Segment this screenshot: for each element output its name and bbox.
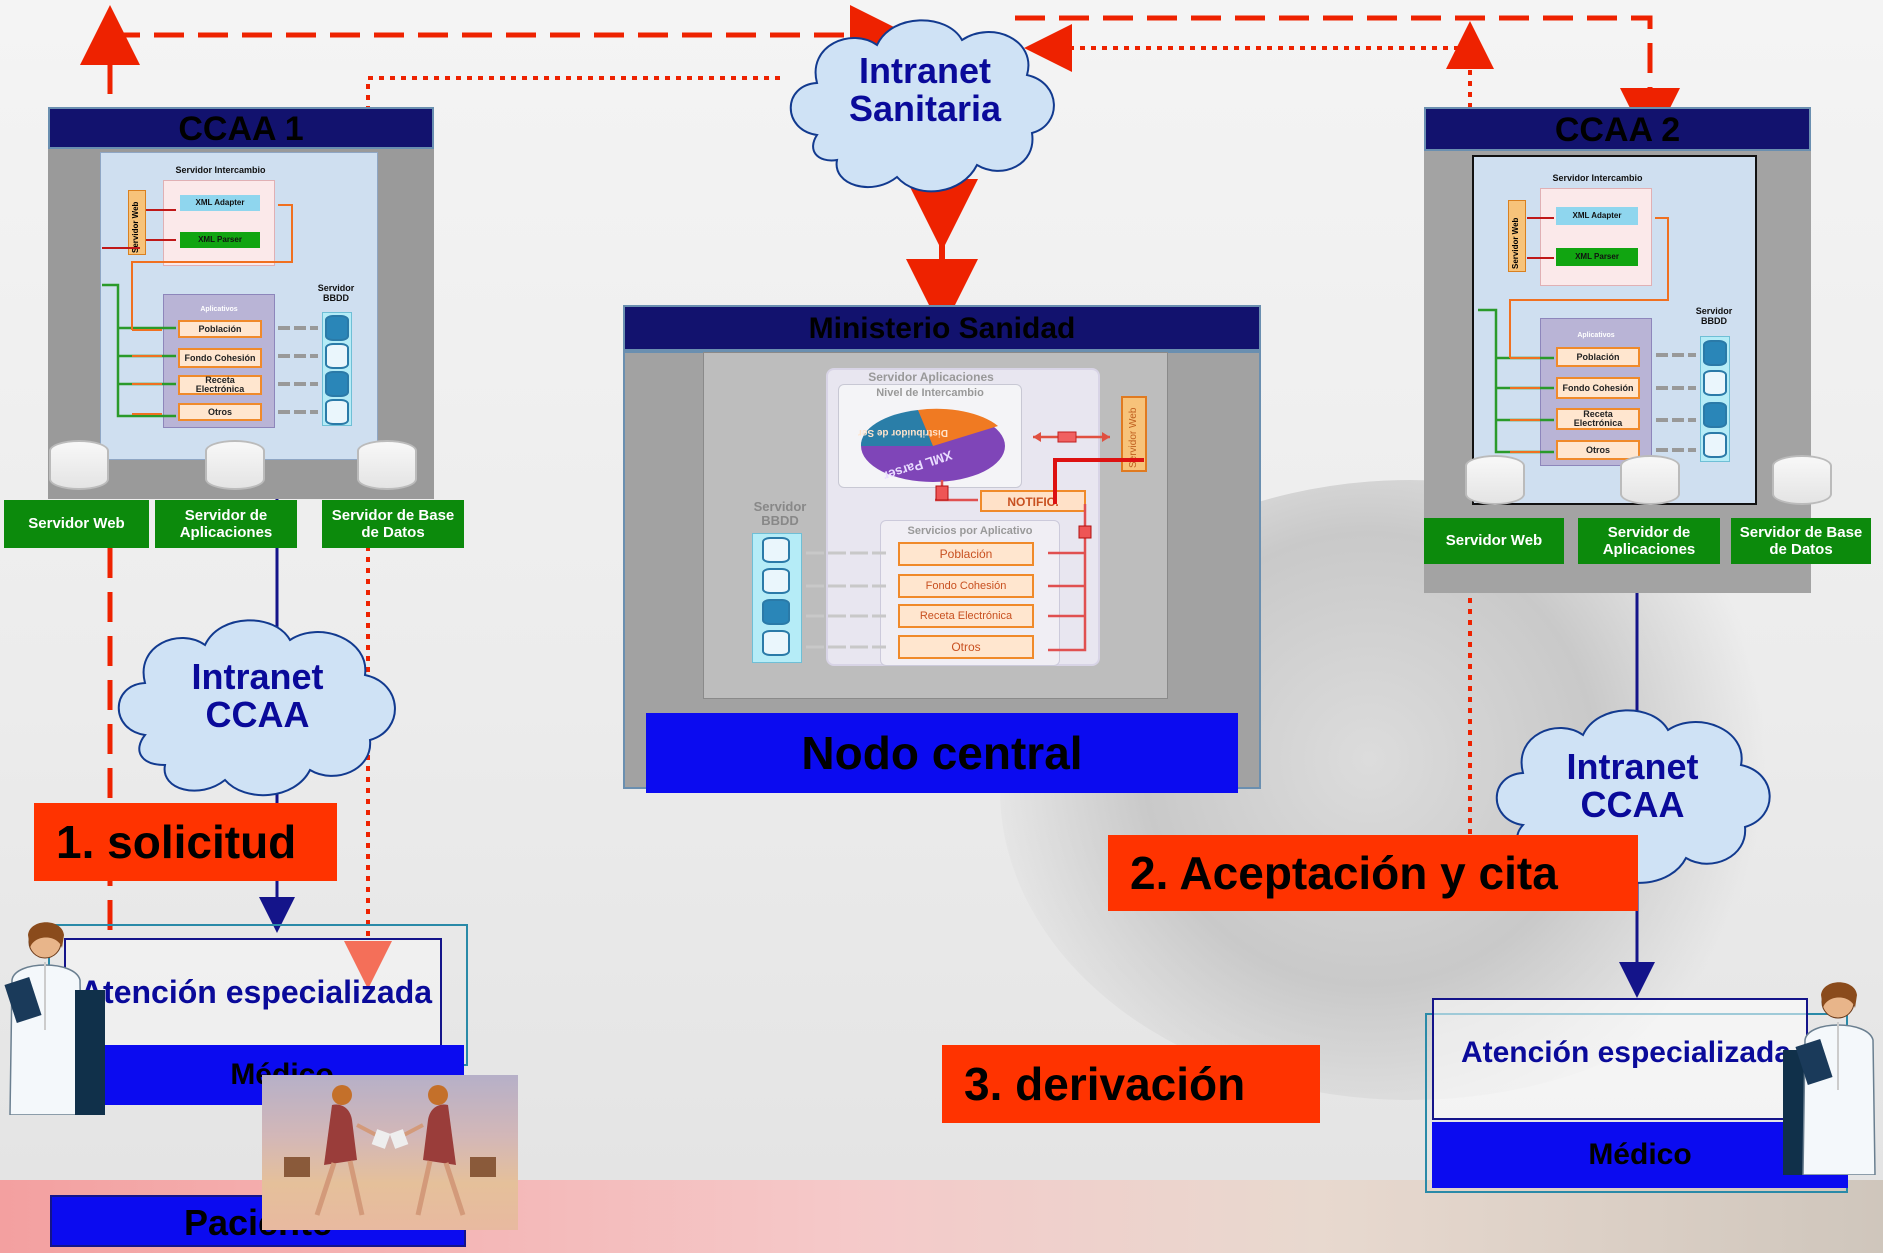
ministerio-app-otros: Otros xyxy=(898,635,1034,659)
ccaa1-servidor-web-vertical: Servidor Web xyxy=(128,190,146,255)
intranet-sanitaria-line2: Sanitaria xyxy=(848,87,1002,129)
ccaa2-title-bar: CCAA 2 xyxy=(1424,107,1811,151)
ccaa2-db-icon-1 xyxy=(1703,340,1727,366)
intranet-sanitaria-label: Intranet Sanitaria xyxy=(820,52,1030,128)
step-3-derivacion: 3. derivación xyxy=(942,1045,1320,1123)
ccaa1-intercambio-box xyxy=(163,180,275,266)
ccaa1-title-bar: CCAA 1 xyxy=(48,107,434,149)
ccaa1-db-cylinder xyxy=(357,440,417,490)
ccaa1-xml-adapter: XML Adapter xyxy=(180,195,260,211)
ccaa2-aplicativos-label: Aplicativos xyxy=(1577,332,1615,339)
ccaa2-servidor-web-box: Servidor Web xyxy=(1424,518,1564,564)
ministerio-db-icon-3 xyxy=(762,599,790,625)
intranet-ccaa-right-line2: CCAA xyxy=(1580,783,1685,825)
ministerio-title-bar: Ministerio Sanidad xyxy=(623,305,1261,351)
right-atencion-label: Atención especializada xyxy=(1460,1036,1792,1069)
right-atencion-box xyxy=(1432,998,1808,1120)
intranet-ccaa-right-label: Intranet CCAA xyxy=(1525,748,1740,824)
paciente-image xyxy=(262,1075,518,1230)
ccaa2-servidor-bd-box: Servidor de Base de Datos xyxy=(1731,518,1871,564)
ccaa1-app-receta: Receta Electrónica xyxy=(178,375,262,395)
ministerio-servidor-bbdd-label: Servidor BBDD xyxy=(753,499,807,528)
cloud-intranet-ccaa-left xyxy=(117,619,396,797)
ccaa2-web-cylinder xyxy=(1465,455,1525,505)
ccaa1-db-icon-2 xyxy=(325,343,349,369)
right-doctor-figure xyxy=(1783,982,1876,1175)
intranet-ccaa-left-line1: Intranet xyxy=(191,656,324,697)
ccaa2-app-otros: Otros xyxy=(1556,440,1640,460)
ccaa1-app-cylinder xyxy=(205,440,265,490)
intranet-ccaa-right-line1: Intranet xyxy=(1566,746,1699,787)
cloud-intranet-sanitaria xyxy=(789,19,1055,193)
ccaa1-servidor-web-box: Servidor Web xyxy=(4,500,149,548)
ministerio-title: Ministerio Sanidad xyxy=(808,312,1076,345)
ccaa1-app-poblacion: Población xyxy=(178,320,262,338)
ccaa2-db-icon-3 xyxy=(1703,402,1727,428)
ccaa1-aplicativos-label: Aplicativos xyxy=(200,306,238,313)
ccaa1-app-fondo: Fondo Cohesión xyxy=(178,348,262,368)
aceptacion-down-line xyxy=(344,76,780,989)
ministerio-app-poblacion: Población xyxy=(898,542,1034,566)
ministerio-app-fondo: Fondo Cohesión xyxy=(898,574,1034,598)
ccaa2-internal-arrows xyxy=(1478,217,1696,454)
right-medico-label: Médico xyxy=(1588,1138,1692,1171)
servicios-aplicativo-label: Servicios por Aplicativo xyxy=(907,525,1033,537)
ccaa1-servidor-intercambio-label: Servidor Intercambio xyxy=(175,165,266,175)
solicitud-right-line xyxy=(1015,15,1680,148)
nodo-central-bar: Nodo central xyxy=(646,713,1238,793)
ministerio-app-receta: Receta Electrónica xyxy=(898,604,1034,628)
ccaa2-servidor-web-vertical: Servidor Web xyxy=(1508,200,1526,272)
ccaa1-servidor-bbdd-label: Servidor BBDD xyxy=(317,283,355,303)
ccaa2-intercambio-box xyxy=(1540,188,1652,286)
notific-label: NOTIFIC. xyxy=(980,490,1086,512)
ccaa2-title: CCAA 2 xyxy=(1554,111,1681,149)
ccaa2-db-cylinder xyxy=(1772,455,1832,505)
pie-distribuidor-text: Distribuidor de Servicios xyxy=(858,427,948,438)
ccaa2-db-icon-2 xyxy=(1703,370,1727,396)
ccaa1-title: CCAA 1 xyxy=(178,110,304,148)
ccaa2-xml-adapter: XML Adapter xyxy=(1556,207,1638,225)
ccaa1-xml-parser: XML Parser xyxy=(180,232,260,248)
ccaa2-app-cylinder xyxy=(1620,455,1680,505)
intranet-ccaa-left-line2: CCAA xyxy=(205,693,310,735)
step-1-solicitud: 1. solicitud xyxy=(34,803,337,881)
ccaa1-web-cylinder xyxy=(49,440,109,490)
nodo-central-label: Nodo central xyxy=(801,727,1083,779)
ccaa1-db-icon-4 xyxy=(325,399,349,425)
right-medico-bar: Médico xyxy=(1432,1122,1848,1188)
ccaa1-servidor-bd-box: Servidor de Base de Datos xyxy=(322,500,464,548)
ccaa2-app-fondo: Fondo Cohesión xyxy=(1556,377,1640,399)
ccaa1-db-icon-1 xyxy=(325,315,349,341)
walking-women-icon xyxy=(284,1085,496,1216)
ministerio-db-icon-1 xyxy=(762,537,790,563)
servidor-aplicaciones-label: Servidor Aplicaciones xyxy=(868,370,994,384)
ccaa1-db-icon-3 xyxy=(325,371,349,397)
ccaa1-internal-arrows xyxy=(102,204,318,418)
ccaa2-app-receta: Receta Electrónica xyxy=(1556,408,1640,430)
left-doctor-figure xyxy=(4,922,105,1115)
ministerio-internal-arrows xyxy=(806,431,1144,652)
ccaa2-app-poblacion: Población xyxy=(1556,347,1640,367)
ccaa2-db-icon-4 xyxy=(1703,432,1727,458)
ccaa1-app-otros: Otros xyxy=(178,403,262,421)
intranet-sanitaria-line1: Intranet xyxy=(858,50,991,91)
nivel-intercambio-pie: XML Parser Distribuidor de Servicios xyxy=(858,408,1005,484)
nivel-intercambio-label: Nivel de Intercambio xyxy=(876,387,984,399)
ministerio-db-icon-4 xyxy=(762,630,790,656)
intranet-ccaa-left-label: Intranet CCAA xyxy=(150,658,365,734)
ccaa2-servidor-bbdd-label: Servidor BBDD xyxy=(1695,306,1733,326)
step-2-aceptacion: 2. Aceptación y cita xyxy=(1108,835,1638,911)
ccaa2-servidor-intercambio-label: Servidor Intercambio xyxy=(1552,173,1643,183)
ministerio-db-icon-2 xyxy=(762,568,790,594)
ccaa2-servidor-aplicaciones-box: Servidor de Aplicaciones xyxy=(1578,518,1720,564)
ccaa2-xml-parser: XML Parser xyxy=(1556,248,1638,266)
ccaa1-servidor-aplicaciones-box: Servidor de Aplicaciones xyxy=(155,500,297,548)
left-atencion-label: Atención especializada xyxy=(79,974,433,1010)
left-atencion-box xyxy=(64,938,442,1048)
